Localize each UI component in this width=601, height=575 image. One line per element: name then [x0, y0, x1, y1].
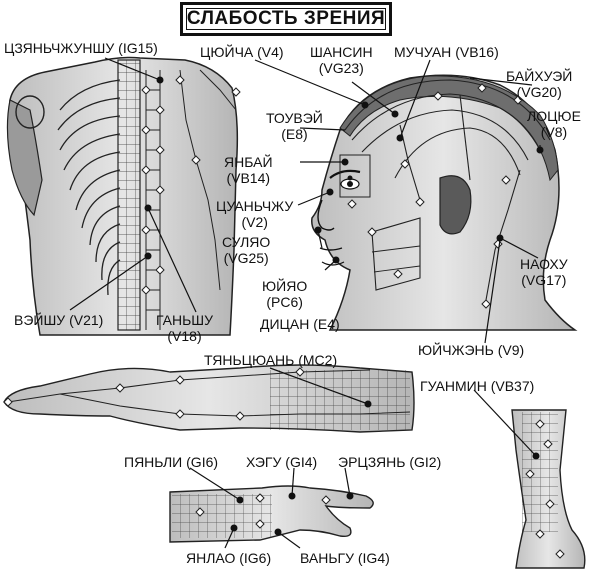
label-gi4: ХЭГУ (GI4) — [246, 454, 317, 470]
label-gi6: ПЯНЬЛИ (GI6) — [124, 454, 218, 470]
label-e8: ТОУВЭЙ (E8) — [266, 110, 323, 142]
back-figure — [6, 56, 241, 336]
label-ig6-name: ЯНЛАО — [186, 550, 236, 566]
label-vg20-code: (VG20) — [516, 84, 562, 100]
hand-figure — [169, 485, 374, 543]
label-vg20-name: БАЙХУЭЙ — [506, 68, 573, 84]
label-v8-name: ЛОЦЮЕ — [527, 108, 581, 124]
label-e8-code: (E8) — [281, 126, 308, 142]
label-mc2: ТЯНЬЦЮАНЬ (MC2) — [204, 352, 337, 368]
label-ig6-code: (IG6) — [239, 550, 272, 566]
title-frame: СЛАБОСТЬ ЗРЕНИЯ — [180, 2, 392, 36]
label-vg25: СУЛЯО (VG25) — [222, 234, 270, 266]
label-v9-code: (V9) — [497, 342, 525, 358]
label-vb37-name: ГУАНМИН — [420, 378, 487, 394]
label-gi2: ЭРЦЗЯНЬ (GI2) — [338, 454, 441, 470]
label-ig6: ЯНЛАО (IG6) — [186, 550, 271, 566]
label-v18-name: ГАНЬШУ — [156, 312, 214, 328]
label-v8-code: (V8) — [540, 124, 568, 140]
label-gi2-code: (GI2) — [409, 454, 442, 470]
label-v2-code: (V2) — [241, 214, 268, 230]
label-ig15: ЦЗЯНЬЧЖУНШУ (IG15) — [4, 40, 158, 56]
label-pc6-name: ЮЙЯО — [262, 278, 308, 294]
label-vg17-code: (VG17) — [521, 272, 567, 288]
label-gi6-code: (GI6) — [186, 454, 219, 470]
label-pc6: ЮЙЯО (PC6) — [262, 278, 307, 310]
label-ig4-name: ВАНЬГУ — [300, 550, 354, 566]
label-vb14-name: ЯНБАЙ — [224, 154, 273, 170]
label-gi4-name: ХЭГУ — [246, 454, 282, 470]
label-v9-name: ЮЙЧЖЭНЬ — [418, 342, 494, 358]
label-vb37-code: (VB37) — [490, 378, 535, 394]
label-vb14: ЯНБАЙ (VB14) — [224, 154, 273, 186]
label-ig4-code: (IG4) — [357, 550, 390, 566]
label-e4-name: ДИЦАН — [260, 316, 310, 332]
page-title: СЛАБОСТЬ ЗРЕНИЯ — [186, 8, 386, 29]
label-vb37: ГУАНМИН (VB37) — [420, 378, 534, 394]
label-mc2-code: (MC2) — [298, 352, 338, 368]
label-v21-name: ВЭЙШУ — [14, 312, 66, 328]
label-vb16-code: (VB16) — [455, 44, 499, 60]
label-vg25-name: СУЛЯО — [222, 234, 271, 250]
label-e4-code: (E4) — [313, 316, 340, 332]
leg-figure — [511, 409, 586, 569]
label-ig4: ВАНЬГУ (IG4) — [300, 550, 390, 566]
label-gi6-name: ПЯНЬЛИ — [124, 454, 183, 470]
label-v18-code: (V18) — [167, 328, 202, 344]
label-e4: ДИЦАН (E4) — [260, 316, 340, 332]
label-gi2-name: ЭРЦЗЯНЬ — [338, 454, 406, 470]
label-v21-code: (V21) — [69, 312, 104, 328]
label-v4-code: (V4) — [257, 44, 284, 60]
label-v18: ГАНЬШУ (V18) — [156, 312, 213, 344]
label-pc6-code: (PC6) — [266, 294, 303, 310]
label-v2: ЦУАНЬЧЖУ (V2) — [216, 198, 293, 230]
label-vb14-code: (VB14) — [226, 170, 271, 186]
label-vb16-name: МУЧУАН — [394, 44, 452, 60]
label-vg25-code: (VG25) — [223, 250, 269, 266]
label-v2-name: ЦУАНЬЧЖУ — [216, 198, 294, 214]
label-vb16: МУЧУАН (VB16) — [394, 44, 499, 60]
label-vg23-name: ШАНСИН — [310, 44, 373, 60]
label-vg17: НАОХУ (VG17) — [520, 256, 568, 288]
leader-lines — [69, 57, 541, 549]
forearm-figure — [3, 364, 415, 433]
label-v4-name: ЦЮЙЧА — [200, 44, 254, 60]
label-v21: ВЭЙШУ (V21) — [14, 312, 103, 328]
label-v4: ЦЮЙЧА (V4) — [200, 44, 284, 60]
label-mc2-name: ТЯНЬЦЮАНЬ — [204, 352, 295, 368]
label-v8: ЛОЦЮЕ (V8) — [527, 108, 581, 140]
label-vg23: ШАНСИН (VG23) — [310, 44, 373, 76]
label-gi4-code: (GI4) — [285, 454, 318, 470]
label-ig15-name: ЦЗЯНЬЧЖУНШУ — [4, 40, 115, 56]
label-vg17-name: НАОХУ — [520, 256, 568, 272]
label-vg23-code: (VG23) — [318, 60, 364, 76]
label-e8-name: ТОУВЭЙ — [266, 110, 323, 126]
label-ig15-code: (IG15) — [118, 40, 158, 56]
label-vg20: БАЙХУЭЙ (VG20) — [506, 68, 572, 100]
label-v9: ЮЙЧЖЭНЬ (V9) — [418, 342, 524, 358]
